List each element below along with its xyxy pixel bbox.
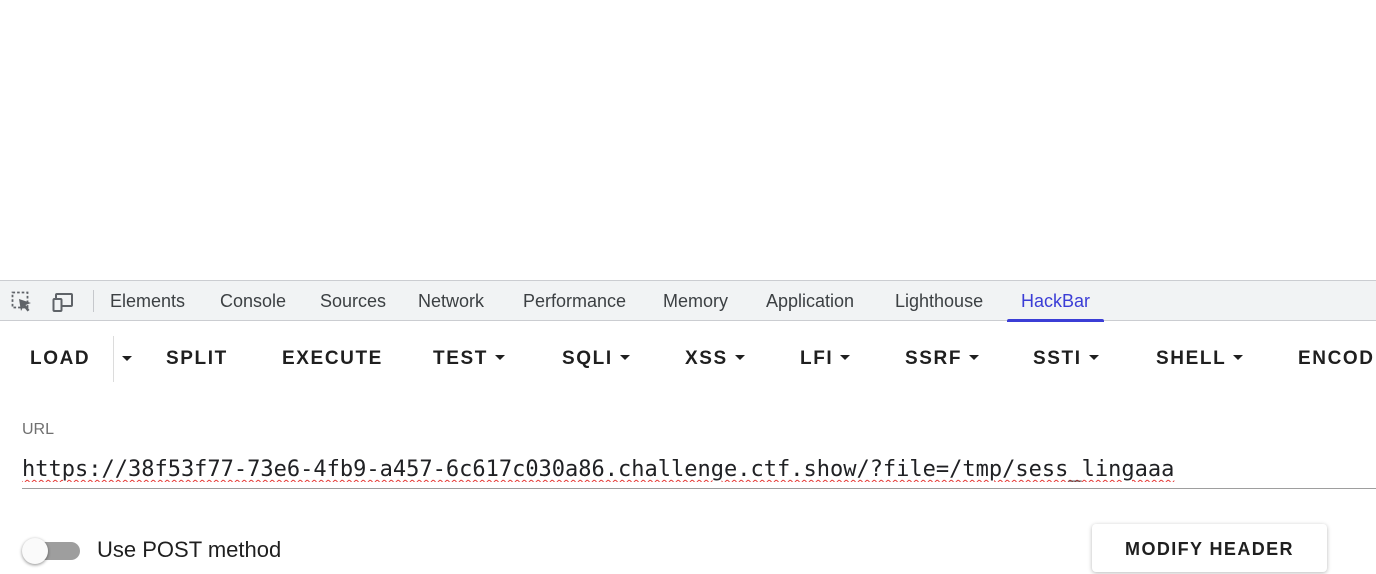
- test-menu-label: TEST: [433, 348, 488, 369]
- execute-button[interactable]: EXECUTE: [282, 348, 383, 369]
- split-button[interactable]: SPLIT: [166, 348, 228, 369]
- post-method-label: Use POST method: [97, 537, 282, 562]
- toolbar-divider: [93, 290, 94, 312]
- caret-down-icon: [1088, 354, 1099, 360]
- ssti-menu-label: SSTI: [1033, 348, 1082, 369]
- ssrf-menu-label: SSRF: [905, 348, 963, 369]
- sqli-menu-button[interactable]: SQLI: [562, 347, 630, 371]
- tab-performance[interactable]: Performance: [523, 291, 627, 311]
- load-button[interactable]: LOAD: [30, 348, 91, 369]
- lfi-menu-label: LFI: [800, 348, 834, 369]
- tab-console[interactable]: Console: [220, 291, 287, 311]
- tab-memory[interactable]: Memory: [663, 291, 729, 311]
- load-dropdown-button[interactable]: [122, 354, 134, 364]
- tab-sources[interactable]: Sources: [320, 291, 387, 311]
- ssrf-menu-button[interactable]: SSRF: [905, 347, 980, 371]
- toggle-thumb: [22, 538, 48, 564]
- tab-application[interactable]: Application: [766, 291, 855, 311]
- tab-network[interactable]: Network: [418, 291, 485, 311]
- url-label: URL: [22, 421, 55, 438]
- caret-down-icon: [122, 356, 132, 361]
- post-method-toggle[interactable]: [22, 538, 80, 564]
- sqli-menu-label: SQLI: [562, 348, 613, 369]
- encoding-menu-button[interactable]: ENCOD: [1298, 348, 1375, 369]
- xss-menu-button[interactable]: XSS: [685, 347, 745, 371]
- shell-menu-label: SHELL: [1156, 348, 1227, 369]
- inspect-element-icon[interactable]: [10, 290, 34, 314]
- load-split-divider: [113, 336, 114, 382]
- tab-lighthouse[interactable]: Lighthouse: [895, 291, 984, 311]
- lfi-menu-button[interactable]: LFI: [800, 347, 851, 371]
- shell-menu-button[interactable]: SHELL: [1156, 347, 1244, 371]
- caret-down-icon: [734, 354, 745, 360]
- caret-down-icon: [969, 354, 980, 360]
- inspected-page-viewport: [0, 0, 1376, 280]
- caret-down-icon: [494, 354, 505, 360]
- test-menu-button[interactable]: TEST: [433, 347, 505, 371]
- hackbar-toolbar: LOAD SPLIT EXECUTE TEST SQLI XSS LFI SSR…: [0, 322, 1376, 394]
- caret-down-icon: [1233, 354, 1244, 360]
- modify-header-button[interactable]: MODIFY HEADER: [1092, 524, 1327, 572]
- tab-hackbar[interactable]: HackBar: [1006, 281, 1105, 322]
- caret-down-icon: [840, 354, 851, 360]
- ssti-menu-button[interactable]: SSTI: [1033, 347, 1099, 371]
- xss-menu-label: XSS: [685, 348, 728, 369]
- caret-down-icon: [619, 354, 630, 360]
- device-toolbar-icon[interactable]: [52, 290, 76, 314]
- url-input[interactable]: [22, 451, 1376, 489]
- devtools-tab-bar: Elements Console Sources Network Perform…: [0, 280, 1376, 322]
- tab-elements[interactable]: Elements: [110, 291, 186, 311]
